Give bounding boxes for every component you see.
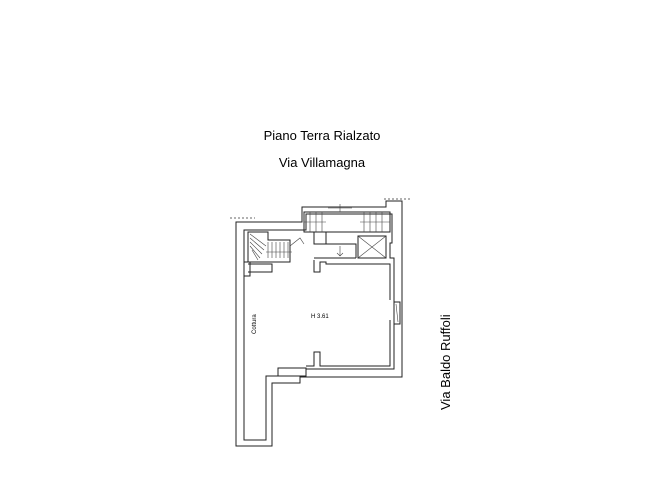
bottom-step bbox=[277, 367, 307, 377]
left-wall-notch bbox=[244, 261, 251, 277]
left-staircase bbox=[247, 231, 305, 263]
main-room-partition-right bbox=[306, 320, 391, 367]
top-staircase bbox=[303, 204, 391, 233]
corridor-arrow bbox=[336, 246, 344, 257]
wall-note-label: Cottura bbox=[252, 314, 258, 334]
street-label: Via Baldo Ruffoli bbox=[438, 314, 453, 410]
left-niche bbox=[248, 263, 273, 273]
outer-wall bbox=[235, 200, 403, 447]
elevator-box bbox=[357, 235, 387, 259]
inner-wall bbox=[243, 213, 395, 441]
plan-subtitle: Via Villamagna bbox=[278, 155, 366, 170]
right-wall-window bbox=[394, 301, 401, 325]
room-height-label: H 3.61 bbox=[311, 314, 329, 320]
plan-title: Piano Terra Rialzato bbox=[263, 128, 381, 143]
main-room-partition-top bbox=[313, 260, 391, 300]
corridor-partition bbox=[313, 232, 357, 259]
